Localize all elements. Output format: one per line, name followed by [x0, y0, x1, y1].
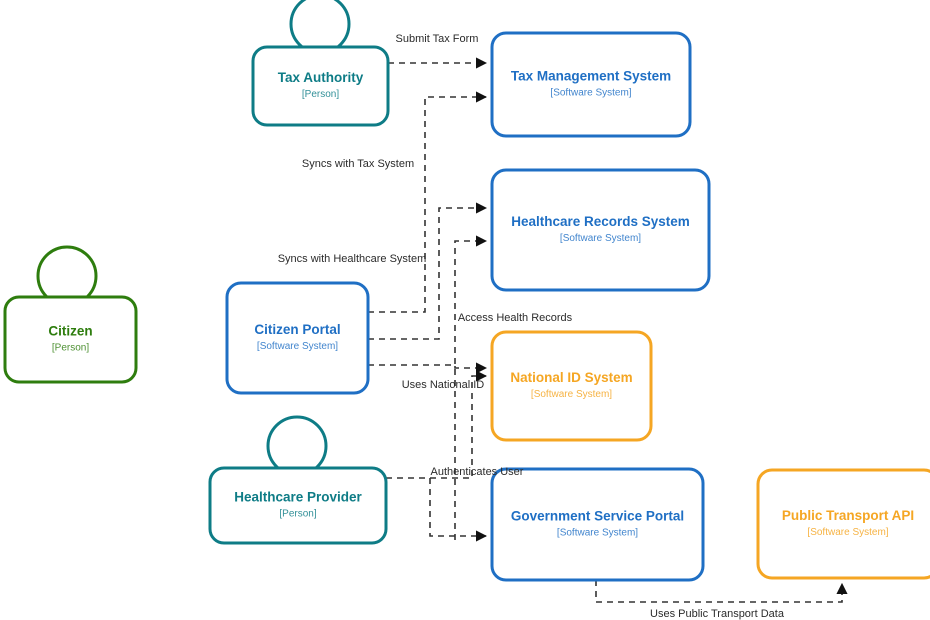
edge-syncs-with-tax-system [368, 91, 488, 313]
node-subtitle: [Software System] [531, 389, 612, 400]
node-box[interactable] [490, 168, 711, 292]
node-government-service-portal[interactable]: Government Service Portal [Software Syste… [490, 467, 705, 582]
edge-line [429, 478, 488, 542]
edge-label-uses-public-transport-data: Uses Public Transport Data [650, 608, 785, 620]
node-subtitle: [Person] [52, 343, 89, 354]
node-healthcare-provider[interactable]: Healthcare Provider [Person] [208, 415, 388, 545]
edge-uses-national-id [368, 362, 488, 374]
node-subtitle: [Software System] [557, 528, 638, 539]
edge-line [368, 362, 488, 374]
edge-syncs-with-healthcare-system [368, 202, 488, 340]
node-title: National ID System [510, 370, 632, 385]
edge-line [386, 370, 488, 479]
edge-gov-portal-link [429, 478, 488, 542]
edge-label-uses-national-id: Uses National ID [402, 379, 485, 391]
edge-line [368, 202, 488, 340]
edge-authenticates-user [386, 370, 488, 479]
node-box[interactable] [490, 31, 692, 138]
node-public-transport-api[interactable]: Public Transport API [Software System] [756, 468, 930, 580]
node-title: Citizen Portal [254, 322, 340, 337]
node-box[interactable] [208, 466, 388, 545]
node-box[interactable] [756, 468, 930, 580]
edges-layer [368, 57, 848, 603]
node-box[interactable] [251, 45, 390, 127]
node-title: Tax Authority [278, 70, 364, 85]
edge-line [368, 91, 488, 313]
node-title: Public Transport API [782, 508, 914, 523]
edge-line [454, 235, 488, 540]
node-box[interactable] [3, 295, 138, 384]
edge-label-syncs-with-tax-system: Syncs with Tax System [302, 158, 414, 170]
edge-label-access-health-records: Access Health Records [458, 312, 573, 324]
node-title: Government Service Portal [511, 509, 684, 524]
node-national-id-system[interactable]: National ID System [Software System] [490, 330, 653, 442]
person-head-icon [266, 415, 328, 477]
node-title: Tax Management System [511, 69, 671, 84]
edge-label-authenticates-user: Authenticates User [431, 466, 524, 478]
node-box[interactable] [490, 330, 653, 442]
node-subtitle: [Person] [302, 89, 339, 100]
node-title: Healthcare Provider [234, 490, 362, 505]
node-subtitle: [Software System] [257, 341, 338, 352]
node-citizen[interactable]: Citizen [Person] [3, 245, 138, 384]
person-head-icon [289, 0, 351, 55]
nodes-layer: Tax Authority[Person]Citizen[Person]Heal… [3, 0, 930, 582]
node-citizen-portal[interactable]: Citizen Portal [Software System] [225, 281, 370, 395]
edge-uses-public-transport-data [595, 580, 848, 603]
node-box[interactable] [490, 467, 705, 582]
node-subtitle: [Person] [279, 509, 316, 520]
node-box[interactable] [225, 281, 370, 395]
node-subtitle: [Software System] [560, 233, 641, 244]
node-healthcare-records-system[interactable]: Healthcare Records System [Software Syste… [490, 168, 711, 292]
node-tax-management-system[interactable]: Tax Management System [Software System] [490, 31, 692, 138]
node-subtitle: [Software System] [807, 527, 888, 538]
edge-access-health-records [454, 235, 488, 540]
node-subtitle: [Software System] [550, 88, 631, 99]
edge-label-syncs-with-healthcare-system: Syncs with Healthcare System [278, 253, 427, 265]
edge-line [595, 580, 848, 603]
node-tax-authority[interactable]: Tax Authority [Person] [251, 0, 390, 127]
node-title: Citizen [48, 324, 92, 339]
node-title: Healthcare Records System [511, 214, 690, 229]
edge-label-submit-tax-form: Submit Tax Form [396, 33, 479, 45]
